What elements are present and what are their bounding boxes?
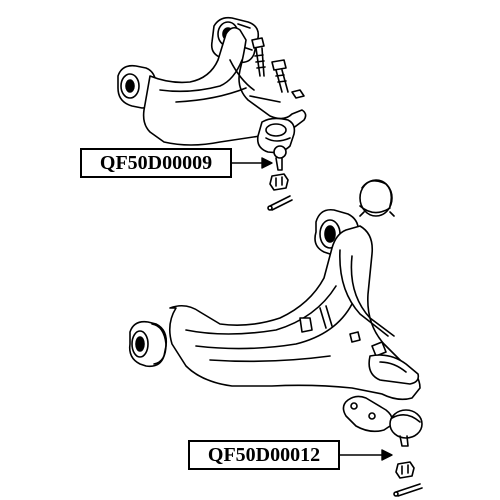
- upper-arm-bolt-2: [271, 59, 289, 93]
- lower-castle-nut: [395, 461, 415, 479]
- lower-cotter-pin: [393, 483, 423, 497]
- upper-control-arm: [117, 16, 307, 146]
- lower-ball-joint: [342, 395, 423, 447]
- lower-arm-body: [168, 225, 421, 401]
- part-number-lower-arm: QF50D00012: [188, 440, 340, 470]
- upper-arm-bolt-1: [251, 37, 266, 77]
- upper-arm-body: [142, 26, 307, 146]
- upper-cotter-pin: [267, 195, 293, 211]
- lower-arm-front-bushing: [128, 320, 168, 368]
- upper-ball-joint: [256, 117, 296, 171]
- upper-castle-nut: [269, 173, 289, 191]
- dust-boot-cap: [359, 179, 395, 217]
- leader-upper: [231, 157, 273, 169]
- lower-control-arm: [128, 208, 421, 401]
- part-number-upper-arm: QF50D00009: [80, 148, 232, 178]
- leader-lower: [339, 449, 393, 461]
